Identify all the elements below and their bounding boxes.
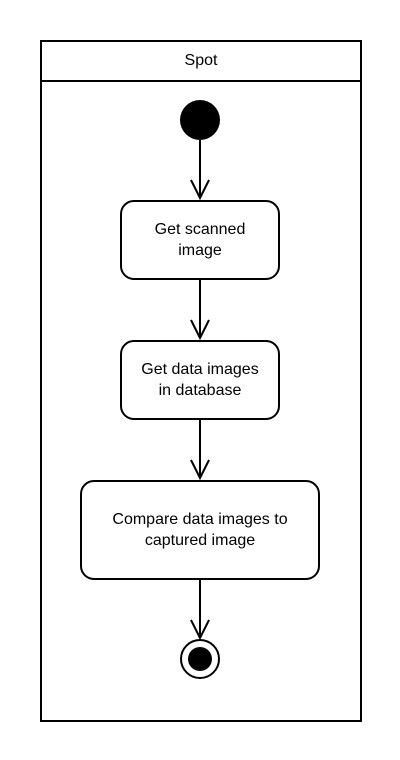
action-label: Get scanned image [154, 221, 246, 259]
action-get-data-images: Get data images in database [120, 340, 280, 420]
action-label: Compare data images to captured image [112, 511, 288, 549]
action-get-scanned-image: Get scanned image [120, 200, 280, 280]
swimlane-header: Spot [42, 42, 360, 82]
swimlane: Spot [40, 40, 362, 722]
action-compare-images: Compare data images to captured image [80, 480, 320, 580]
action-label: Get data images in database [141, 361, 259, 399]
swimlane-title: Spot [184, 52, 218, 69]
